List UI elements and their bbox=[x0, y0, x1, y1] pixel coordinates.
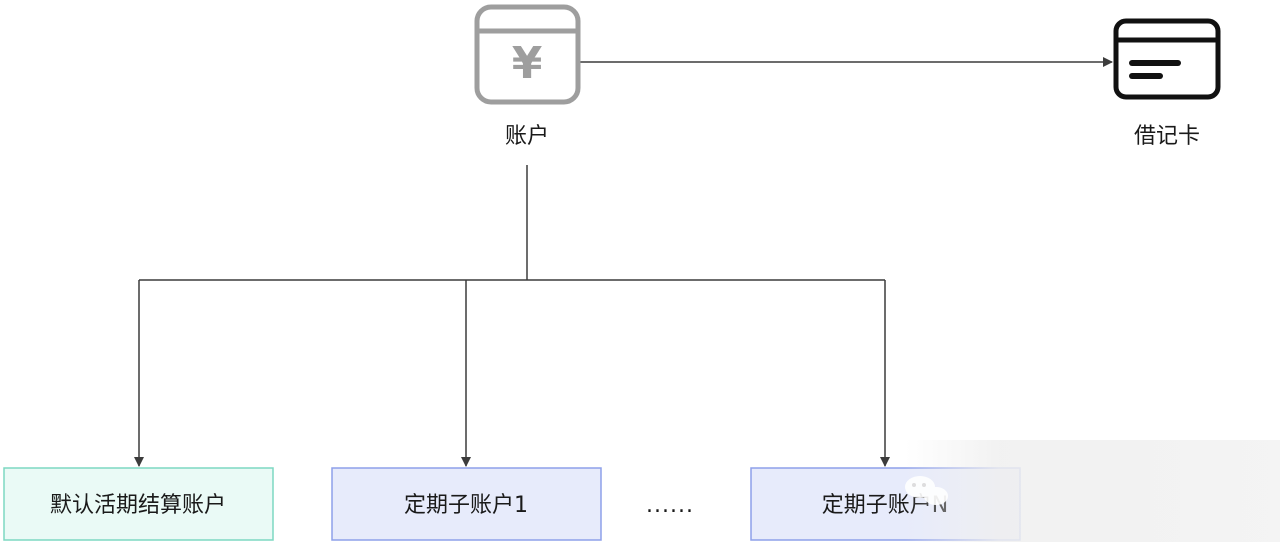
ellipsis: ...... bbox=[646, 493, 694, 518]
yuan-symbol: ¥ bbox=[512, 38, 543, 89]
debit-card-label: 借记卡 bbox=[1134, 124, 1200, 149]
debit-card-node[interactable]: 借记卡 bbox=[1113, 18, 1221, 149]
account-node[interactable]: ¥ 账户 bbox=[474, 4, 581, 149]
yuan-wallet-icon: ¥ bbox=[474, 4, 581, 105]
fixed-sub-account-1-label: 定期子账户1 bbox=[404, 493, 528, 518]
default-demand-settlement-account-box[interactable]: 默认活期结算账户 bbox=[3, 467, 274, 541]
credit-card-icon bbox=[1113, 18, 1221, 100]
default-demand-settlement-account-label: 默认活期结算账户 bbox=[50, 493, 226, 518]
connector-trunk bbox=[139, 165, 885, 281]
watermark-overlay bbox=[905, 440, 1280, 542]
ellipsis-label: ...... bbox=[646, 493, 694, 518]
account-label: 账户 bbox=[505, 124, 549, 149]
chat-bubble-icon bbox=[905, 476, 948, 505]
fixed-sub-account-1-box[interactable]: 定期子账户1 bbox=[331, 467, 602, 541]
